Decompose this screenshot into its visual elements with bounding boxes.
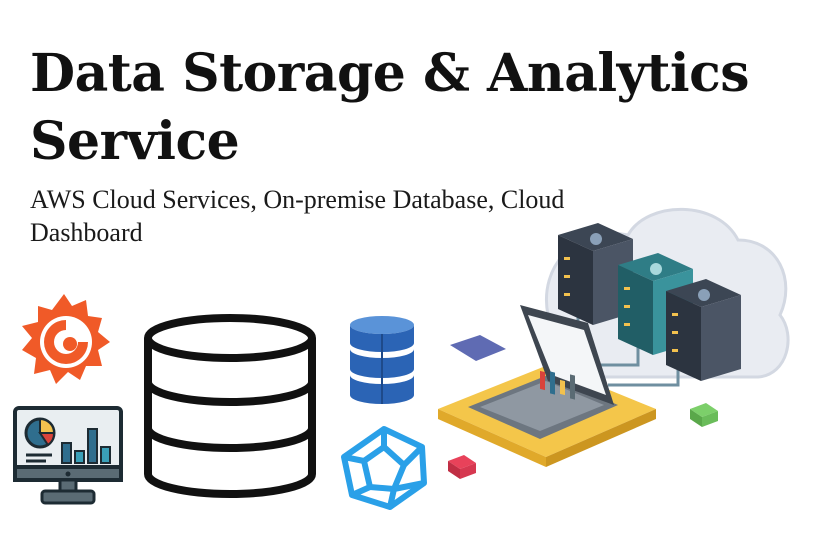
cloud-server-laptop-illustration (438, 207, 790, 479)
aws-dynamodb-icon (350, 316, 414, 404)
laptop-screen-chart (540, 370, 575, 400)
grafana-logo-icon (22, 294, 110, 384)
dashboard-monitor-icon (13, 406, 123, 505)
server-rack-icon-2 (666, 279, 741, 381)
database-icon (144, 314, 316, 498)
page-subtitle: AWS Cloud Services, On-premise Database,… (30, 185, 565, 247)
page-title: Data Storage & Analytics Service (30, 43, 750, 172)
icosahedron-icon (341, 426, 427, 510)
